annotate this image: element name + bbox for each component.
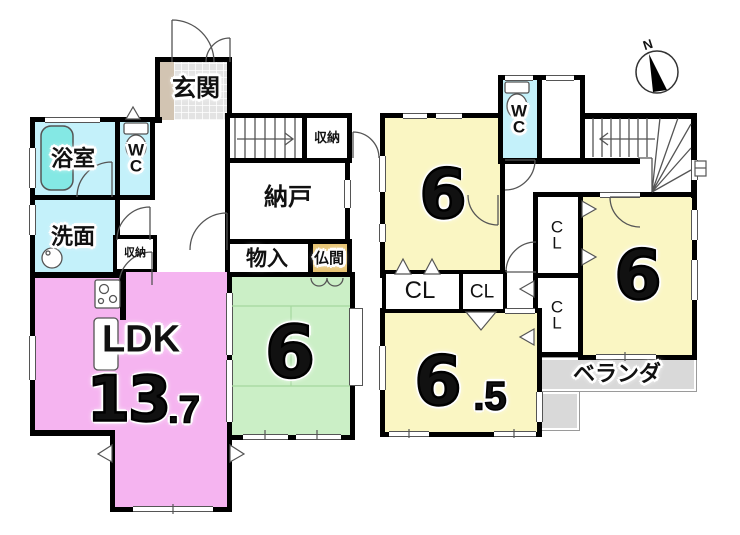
label-room-6-5-frac: .5 (473, 374, 508, 419)
wall (120, 272, 126, 320)
label-tatami-6: 6 (264, 309, 317, 394)
window (403, 113, 427, 119)
label-closet-hall: 収納 (124, 246, 146, 259)
label-closet-stairs: 収納 (313, 130, 341, 146)
sliding-door (226, 360, 233, 422)
label-ldk: LDK (101, 318, 181, 361)
window (505, 75, 533, 81)
label-closet-b: CL (469, 281, 495, 303)
opening (505, 308, 535, 314)
label-butsuma: 仏間 (313, 250, 345, 268)
wall (30, 272, 122, 278)
window (379, 156, 386, 192)
wall (150, 117, 162, 123)
room-6-5 (380, 308, 542, 437)
window (379, 346, 386, 390)
wall (691, 113, 697, 198)
window (691, 160, 698, 180)
label-bathroom: 浴室 (50, 145, 96, 171)
label-closet-top: C L (550, 217, 564, 252)
genkan-step (160, 62, 174, 120)
window (379, 224, 386, 242)
room-genkan (155, 57, 232, 120)
window (133, 506, 213, 512)
window (243, 434, 288, 440)
genkan-tile-floor (174, 62, 227, 120)
window (29, 205, 36, 235)
window (536, 392, 543, 422)
wall (580, 113, 697, 119)
compass-north-label: N (641, 35, 655, 54)
label-nando: 納戸 (264, 183, 312, 211)
window (436, 113, 462, 119)
bay-window (349, 308, 363, 386)
window (29, 148, 36, 188)
window (45, 117, 100, 123)
label-monoire: 物入 (246, 247, 288, 271)
stairs-2f-treads (592, 117, 692, 193)
stairs-1f (225, 113, 307, 163)
window (389, 431, 429, 437)
veranda-extension (538, 391, 580, 431)
opening (600, 192, 640, 198)
label-room-6-e: 6 (613, 236, 663, 316)
label-room-6-nw: 6 (418, 155, 468, 235)
label-room-6-5: 6 (413, 342, 463, 422)
window (494, 431, 536, 437)
label-ldk-size-frac: .7 (167, 389, 200, 432)
room-ldk-extension (110, 430, 232, 512)
window (691, 210, 698, 240)
compass (635, 50, 679, 94)
label-wc-1f: W C (127, 140, 145, 175)
label-wc-2f: W C (510, 101, 528, 136)
wall (30, 430, 115, 436)
label-genkan: 玄関 (172, 74, 220, 102)
label-closet-a: CL (404, 276, 436, 304)
label-veranda: ベランダ (572, 360, 662, 386)
label-ldk-size: 13 (86, 362, 173, 436)
window (296, 434, 341, 440)
window (596, 354, 656, 360)
window (344, 180, 351, 208)
window (691, 260, 698, 300)
sliding-door (226, 293, 233, 355)
label-closet-bottom: C L (550, 297, 564, 332)
wall (498, 158, 640, 164)
window (546, 75, 574, 81)
closet-b (459, 270, 507, 313)
stair-landing-closet (537, 75, 585, 163)
label-washroom: 洗面 (50, 223, 96, 249)
window (29, 336, 36, 380)
closet-mid-top (533, 192, 583, 278)
